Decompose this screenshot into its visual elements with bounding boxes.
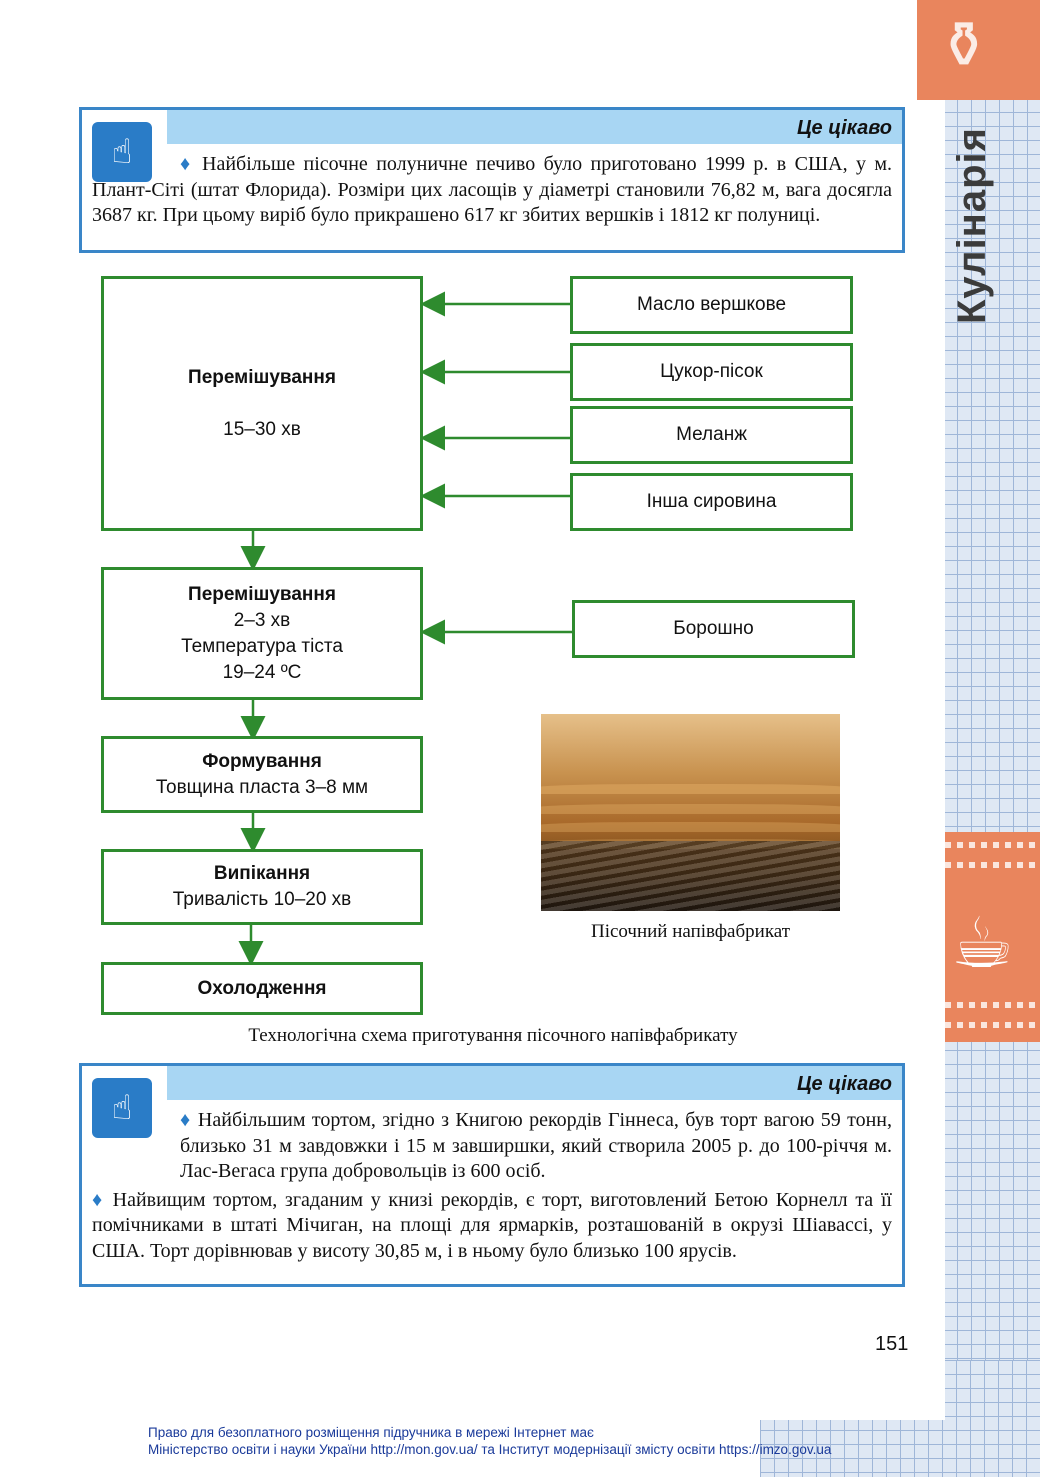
input-melange: Меланж <box>570 406 853 464</box>
step-mixing-1: Перемішування 15–30 хв <box>101 276 423 531</box>
side-tab-top: ⚱ <box>917 0 1040 100</box>
photo-caption: Пісочний напівфабрикат <box>590 921 791 942</box>
page-number: 151 <box>875 1333 909 1355</box>
step-baking: Випікання Тривалість 10–20 хв <box>101 849 423 925</box>
input-flour: Борошно <box>572 600 855 658</box>
fun-fact-text: ♦ Найбільше пісочне полуничне печиво бул… <box>92 153 893 226</box>
side-tab-middle: ☕ <box>945 832 1040 1042</box>
shortcrust-photo <box>541 714 840 911</box>
fun-fact-text: ♦ Найбільшим тортом, згідно з Книгою рек… <box>92 1109 892 1262</box>
section-title-vertical: Кулінарія <box>949 126 994 324</box>
fun-fact-header: Це цікаво <box>167 110 902 144</box>
input-other: Інша сировина <box>570 473 853 531</box>
flowchart-caption: Технологічна схема приготування пісочног… <box>248 1025 738 1046</box>
tea-pastry-icon: ☕ <box>951 904 1014 982</box>
step-cooling: Охолодження <box>101 962 423 1015</box>
jug-icon: ⚱ <box>937 9 991 81</box>
pointing-hand-icon: ☝ <box>92 122 152 182</box>
input-sugar: Цукор-пісок <box>570 343 853 401</box>
fun-fact-header: Це цікаво <box>167 1066 902 1100</box>
license-footer: Право для безоплатного розміщення підруч… <box>148 1425 832 1457</box>
fun-fact-box-2: Це цікаво ☝ ♦ Найбільшим тортом, згідно … <box>79 1063 905 1287</box>
pointing-hand-icon: ☝ <box>92 1078 152 1138</box>
input-butter: Масло вершкове <box>570 276 853 334</box>
step-forming: Формування Товщина пласта 3–8 мм <box>101 736 423 813</box>
fun-fact-box-1: Це цікаво ☝ ♦ Найбільше пісочне полуничн… <box>79 107 905 253</box>
step-mixing-2: Перемішування 2–3 хв Температура тіста 1… <box>101 567 423 700</box>
